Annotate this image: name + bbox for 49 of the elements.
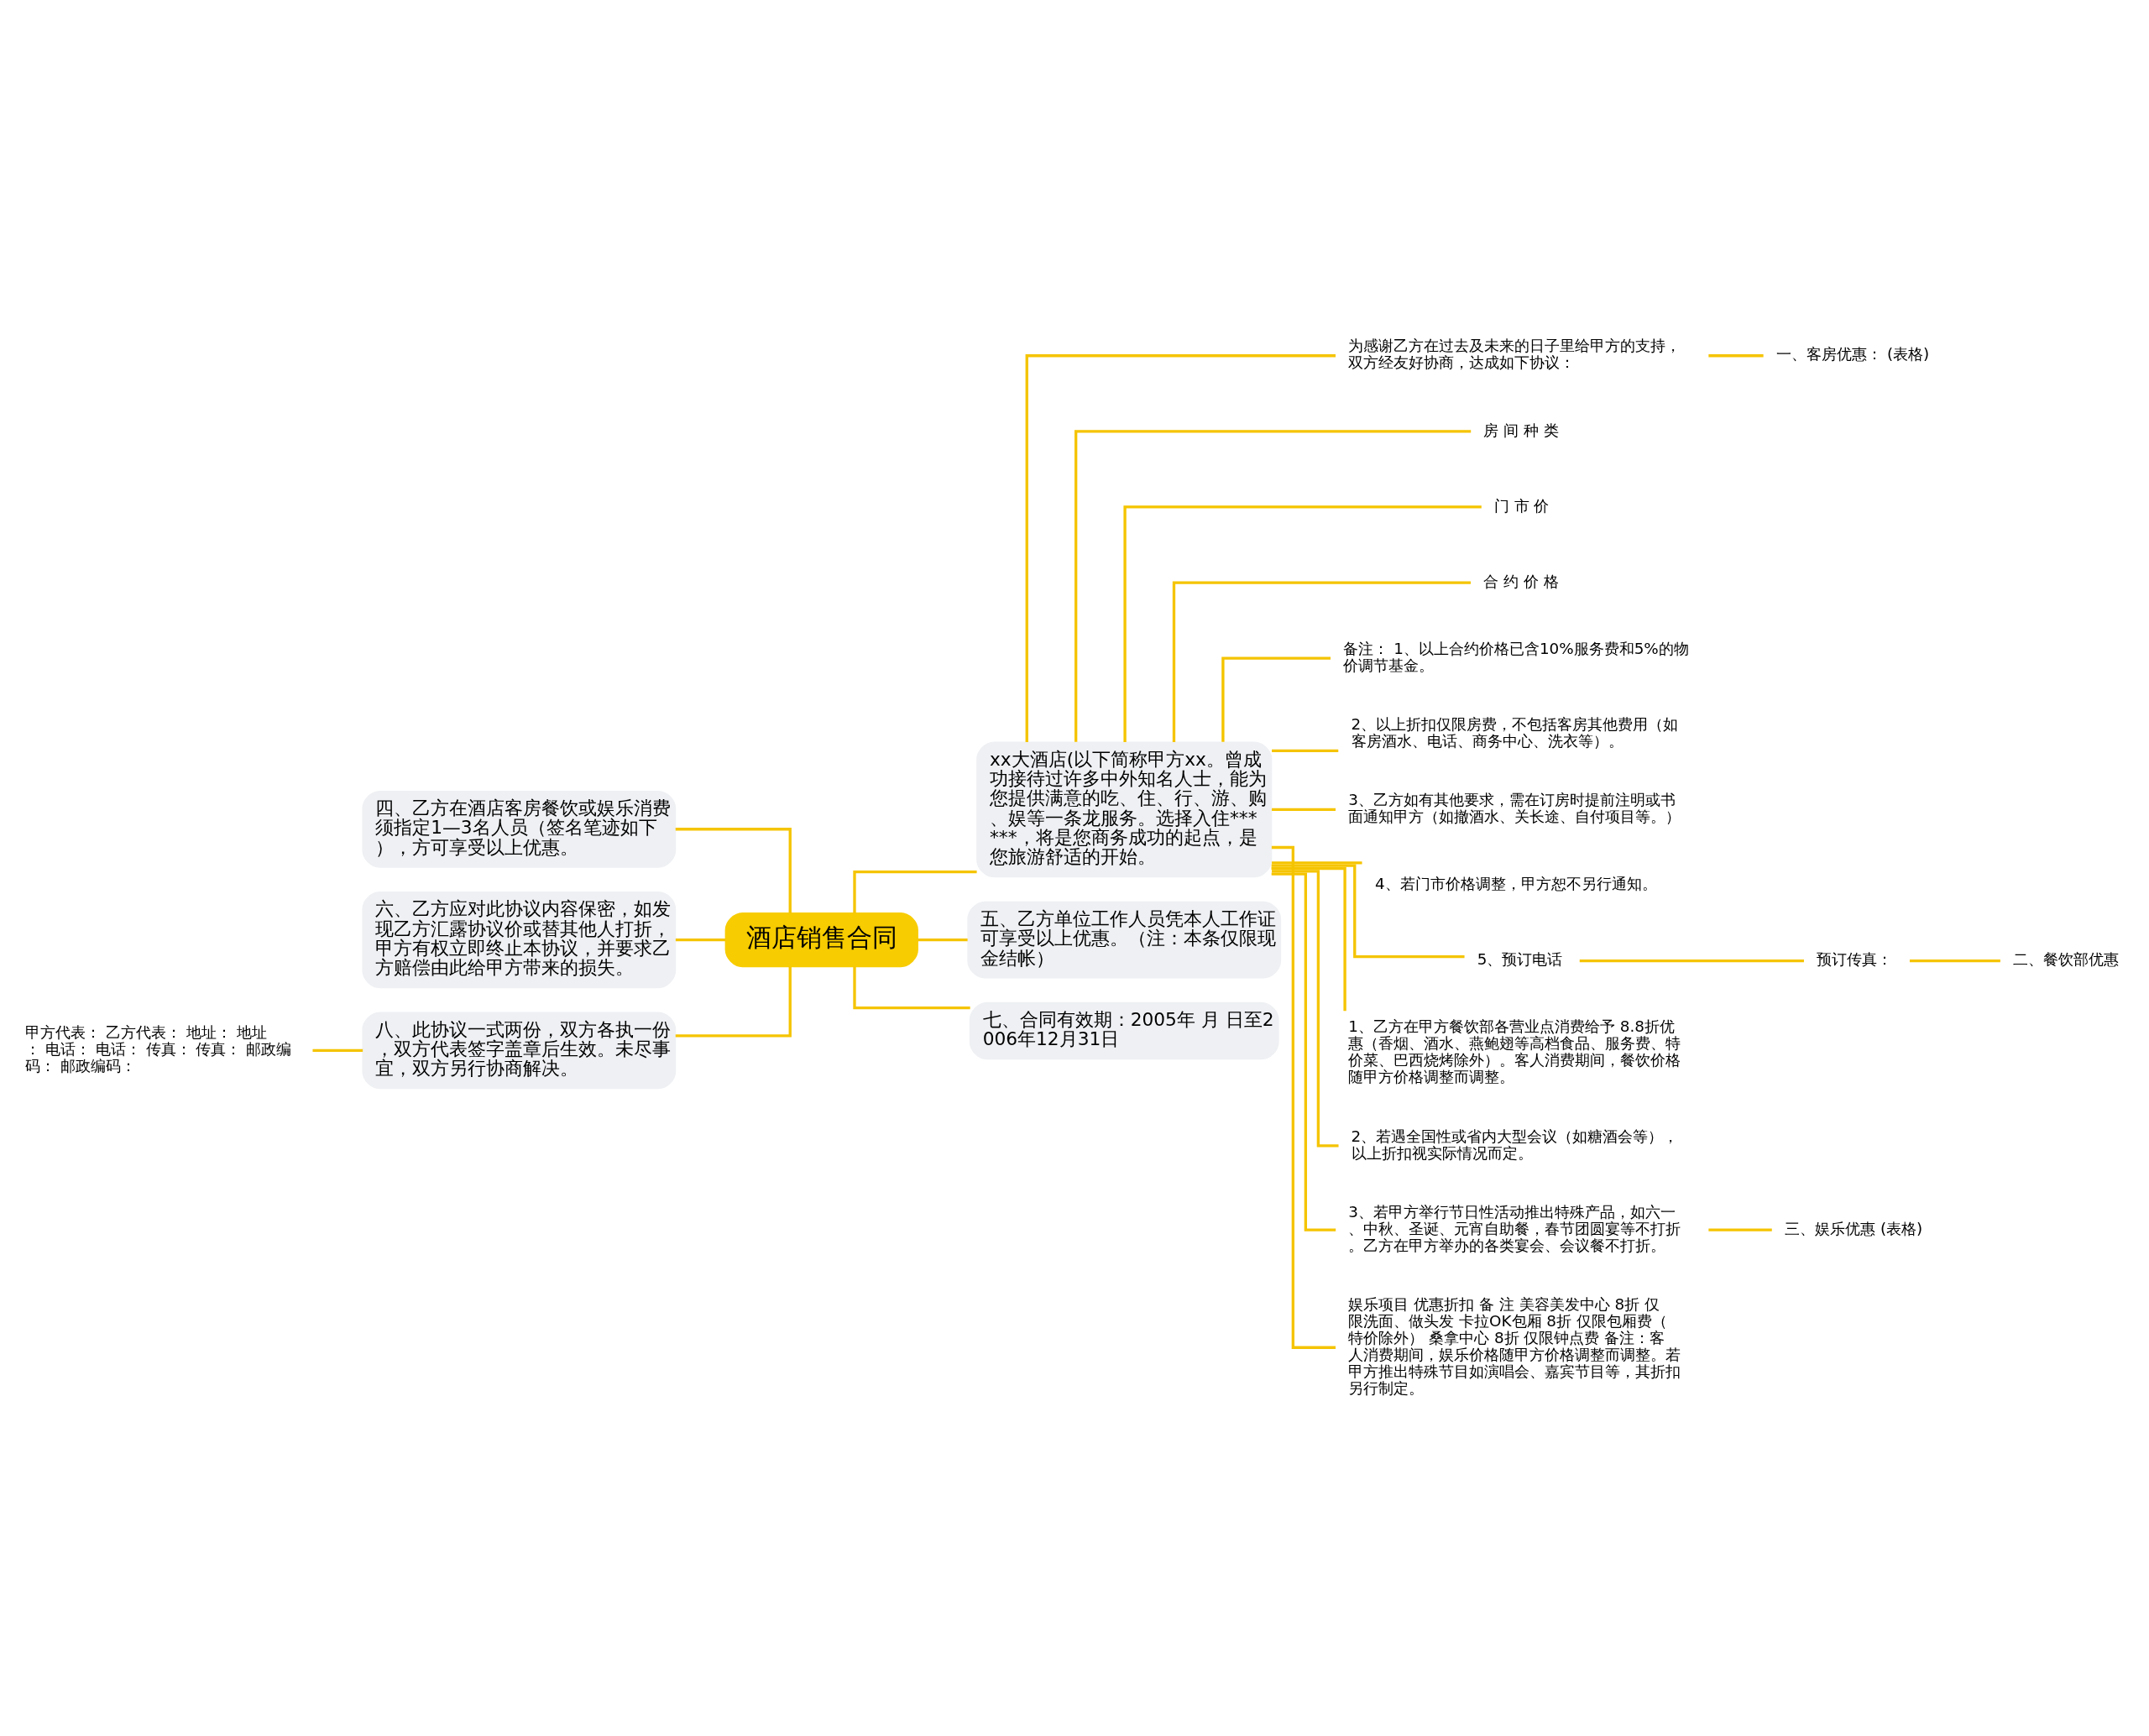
node-text: 门 市 价 xyxy=(1493,496,1550,515)
connector xyxy=(1074,429,1472,742)
node-text: 甲方代表： 乙方代表： 地址： 地址： 电话： 电话： 传真： 传真： 邮政编码： 邮政编码： xyxy=(25,1022,292,1075)
node-text: 合 约 价 格 xyxy=(1483,572,1559,590)
connector xyxy=(1271,872,1336,1231)
node-text: 为感谢乙方在过去及未来的日子里给甲方的支持，双方经友好协商，达成如下协议： xyxy=(1348,336,1681,371)
connector xyxy=(853,966,970,1009)
connector xyxy=(675,827,792,913)
node-box: 七、合同有效期：2005年 月 日至2006年12月31日 xyxy=(969,1001,1279,1059)
connector xyxy=(1025,353,1336,742)
connector xyxy=(1579,959,1804,962)
connector xyxy=(1272,869,1339,1148)
connector xyxy=(1708,1227,1772,1231)
connector xyxy=(1708,353,1764,357)
node-box: 六、乙方应对此协议内容保密，如发现乙方汇露协议价或替其他人打折，甲方有权立即终止本协议，并要求乙方赔偿由此给甲方带来的损失。 xyxy=(362,891,677,988)
connector xyxy=(1272,860,1362,864)
connector xyxy=(312,1048,363,1052)
node-text: 预订传真： xyxy=(1817,949,1893,968)
connector xyxy=(1172,580,1471,742)
connector xyxy=(675,938,726,941)
connector xyxy=(1123,505,1482,742)
node-text: 娱乐项目 优惠折扣 备 注 美容美发中心 8折 仅限洗面、做头发 卡拉OK包厢 8折 仅限包厢费（特价除外） 桑拿中心 8折 仅限钟点费 备注：客人消费期间，娱乐价格随甲方价格调整而调整。若甲方推出特殊节目如演唱会、嘉宾节目等，其折扣另行制定。 xyxy=(1348,1294,1681,1397)
node-text: 备注： 1、以上合约价格已含10%服务费和5%的物价调节基金。 xyxy=(1343,639,1689,674)
connector xyxy=(1272,749,1339,752)
connector xyxy=(1221,656,1331,742)
node-text: 3、若甲方举行节日性活动推出特殊产品，如六一、中秋、圣诞、元宵自助餐，春节团圆宴等不打折。乙方在甲方举办的各类宴会、会议餐不打折。 xyxy=(1348,1202,1681,1254)
node-text: 3、乙方如有其他要求，需在订房时提前注明或书面通知甲方（如撤酒水、关长途、自付项目等。） xyxy=(1348,790,1681,825)
node-text: 4、若门市价格调整，甲方恕不另行通知。 xyxy=(1374,874,1657,892)
node-text: 2、以上折扣仅限房费，不包括客房其他费用（如客房酒水、电话、商务中心、洗衣等）。 xyxy=(1351,714,1679,750)
node-box: 八、此协议一式两份，双方各执一份，双方代表签字盖章后生效。未尽事宜，双方另行协商解决。 xyxy=(362,1012,677,1089)
connector xyxy=(1272,808,1336,811)
connector xyxy=(1909,959,2000,962)
node-text: 5、预订电话 xyxy=(1477,949,1563,968)
connector xyxy=(675,965,792,1038)
node-text: 二、餐饮部优惠 xyxy=(2013,949,2120,968)
node-box: 五、乙方单位工作人员凭本人工作证可享受以上优惠。（注：本条仅限现金结帐） xyxy=(967,901,1282,978)
connector xyxy=(1271,845,1336,1349)
node-text: 三、娱乐优惠 (表格) xyxy=(1785,1219,1923,1237)
node-text: 1、乙方在甲方餐饮部各营业点消费给予 8.8折优惠（香烟、酒水、燕鲍翅等高档食品、服务费、特价菜、巴西烧烤除外）。客人消费期间，餐饮价格随甲方价格调整而调整。 xyxy=(1348,1017,1681,1085)
node-text: 一、客房优惠： (表格) xyxy=(1776,344,1930,363)
connector xyxy=(1271,866,1346,1011)
node-text: 房 间 种 类 xyxy=(1483,421,1559,438)
connector xyxy=(1271,864,1465,958)
connector xyxy=(853,870,977,913)
node-box: xx大酒店(以下简称甲方xx。曾成功接待过许多中外知名人士，能为您提供满意的吃、住、行、游、购、娱等一条龙服务。选择入住******，将是您商务成功的起点，是您旅游舒适的开始。 xyxy=(976,740,1273,877)
node-text: 2、若遇全国性或省内大型会议（如糖酒会等），以上折扣视实际情况而定。 xyxy=(1351,1127,1679,1162)
node-box: 酒店销售合同 xyxy=(724,912,918,967)
connector xyxy=(918,938,968,941)
node-box: 四、乙方在酒店客房餐饮或娱乐消费须指定1—3名人员（签名笔迹如下），方可享受以上优惠。 xyxy=(362,790,677,868)
